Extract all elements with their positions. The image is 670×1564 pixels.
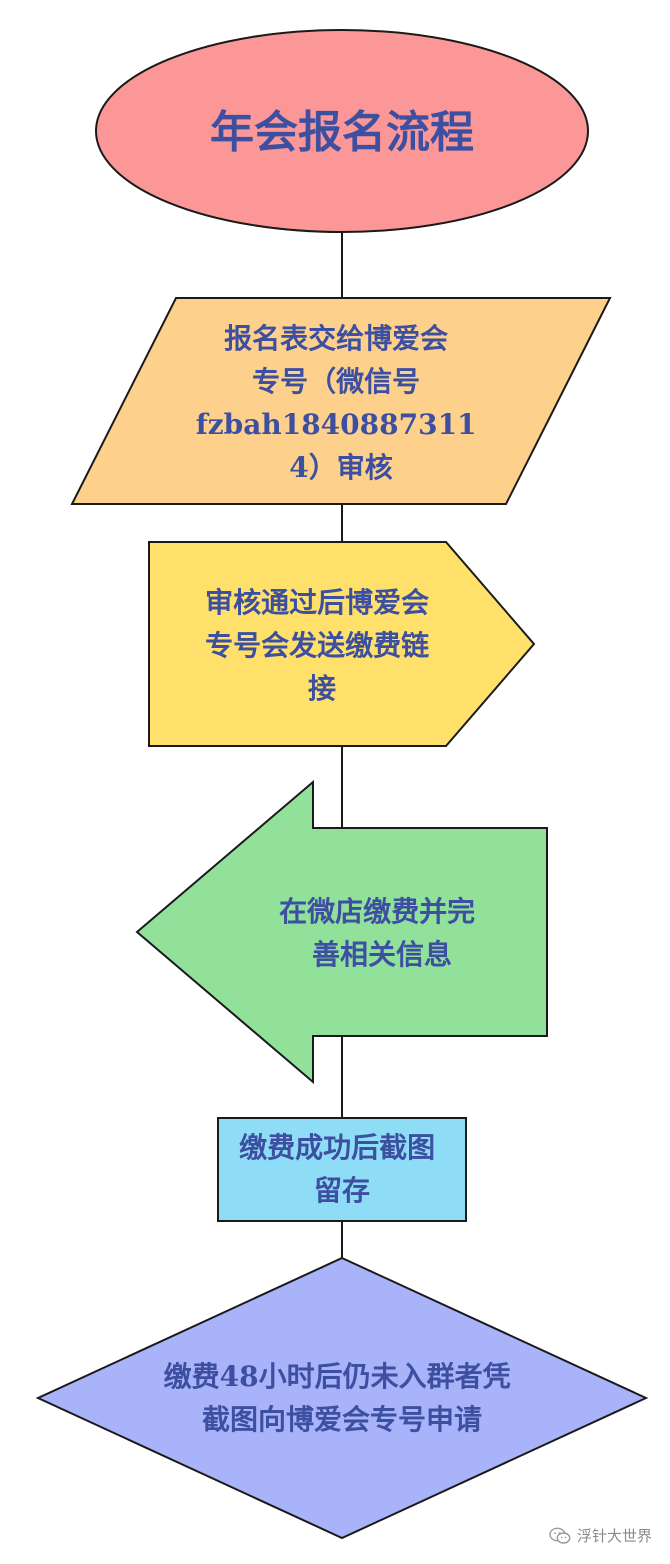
step4-rectangle bbox=[217, 1117, 467, 1222]
watermark-text: 浮针大世界 bbox=[576, 1527, 652, 1545]
step1-text: 报名表交给博爱会 专号（微信号 fzbah1840887311 4）审核 bbox=[196, 322, 487, 484]
step3-text: 在微店缴费并完 善相关信息 bbox=[279, 895, 485, 971]
step2-pentagon bbox=[148, 541, 536, 747]
step3-line-2: 善相关信息 bbox=[312, 938, 452, 971]
step4-text: 缴费成功后截图 留存 bbox=[239, 1131, 445, 1207]
step5-line-2: 截图向博爱会专号申请 bbox=[202, 1403, 482, 1436]
step3-line-1: 在微店缴费并完 bbox=[279, 895, 475, 928]
step2-line-1: 审核通过后博爱会 bbox=[205, 586, 429, 619]
step4-line-1: 缴费成功后截图 bbox=[239, 1131, 435, 1164]
step1-line-4: 4）审核 bbox=[289, 451, 392, 484]
step1-line-2: 专号（微信号 bbox=[252, 365, 420, 398]
step5-diamond bbox=[35, 1256, 649, 1540]
step2-text: 审核通过后博爱会 专号会发送缴费链 接 bbox=[205, 586, 439, 705]
step1-line-1: 报名表交给博爱会 bbox=[224, 322, 448, 355]
step3-left-arrow bbox=[135, 779, 548, 1085]
step5-line-1: 缴费48小时后仍未入群者凭 bbox=[164, 1360, 511, 1393]
watermark: 浮针大世界 bbox=[549, 1525, 652, 1546]
flowchart-title: 年会报名流程 bbox=[210, 107, 474, 158]
step4-line-2: 留存 bbox=[314, 1174, 370, 1207]
step2-line-2: 专号会发送缴费链 bbox=[205, 629, 429, 662]
step1-line-3: fzbah1840887311 bbox=[196, 408, 477, 441]
step2-line-3: 接 bbox=[308, 672, 336, 705]
title-ellipse bbox=[95, 29, 589, 233]
step1-parallelogram bbox=[70, 297, 612, 505]
step5-text: 缴费48小时后仍未入群者凭 截图向博爱会专号申请 bbox=[164, 1360, 521, 1436]
wechat-icon bbox=[549, 1527, 571, 1544]
